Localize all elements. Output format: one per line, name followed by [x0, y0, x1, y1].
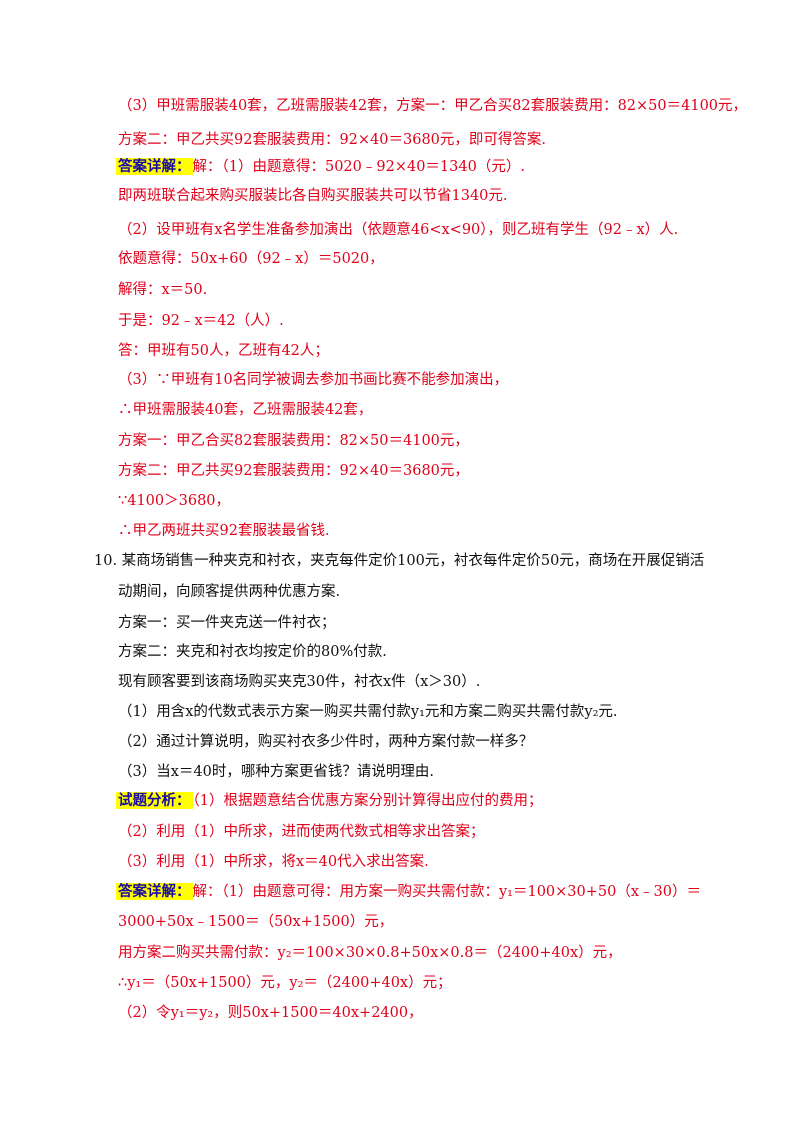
- prev-solution-line-6: 于是：92﹣x＝42（人）.: [118, 313, 284, 329]
- prev-solution-line-12: ∵4100＞3680，: [118, 493, 231, 509]
- prev-answer-line: 答案详解：解：（1）由题意得：5020﹣92×40＝1340（元）.: [116, 157, 525, 177]
- answer-detail-tag: 答案详解：: [116, 158, 193, 175]
- prev-solution-line-3: （2）设甲班有x名学生准备参加演出（依题意46<x<90），则乙班有学生（92﹣…: [118, 222, 679, 238]
- answer-text-3: 用方案二购买共需付款：y₂＝100×30×0.8+50x×0.8＝（2400+4…: [118, 945, 622, 961]
- question-10-plan-2: 方案二：夹克和衬衣均按定价的80%付款.: [118, 644, 387, 660]
- question-10-part-2: （2）通过计算说明，购买衬衣多少件时，两种方案付款一样多？: [118, 734, 534, 750]
- prev-solution-line-10: 方案一：甲乙合买82套服装费用：82×50＝4100元，: [118, 433, 469, 449]
- analysis-text-3: （3）利用（1）中所求，将x＝40代入求出答案.: [118, 854, 429, 870]
- question-10-stem-1: 某商场销售一种夹克和衬衣，夹克每件定价100元，衬衣每件定价50元，商场在开展促…: [121, 553, 705, 569]
- prev-solution-line-2: 即两班联合起来购买服装比各自购买服装共可以节省1340元.: [118, 188, 508, 204]
- analysis-text-2: （2）利用（1）中所求，进而使两代数式相等求出答案；: [118, 824, 485, 840]
- question-10-part-1: （1）用含x的代数式表示方案一购买共需付款y₁元和方案二购买共需付款y₂元.: [118, 704, 618, 720]
- prev-solution-line-8: （3）∵甲班有10名同学被调去参加书画比赛不能参加演出，: [118, 372, 509, 388]
- answer-detail-tag-2: 答案详解：: [116, 883, 193, 900]
- analysis-line-1: 试题分析：（1）根据题意结合优惠方案分别计算得出应付的费用；: [116, 791, 542, 811]
- question-number: 10.: [94, 553, 118, 569]
- analysis-text-1: （1）根据题意结合优惠方案分别计算得出应付的费用；: [192, 793, 543, 809]
- answer-text-4: ∴y₁＝（50x+1500）元，y₂＝（2400+40x）元；: [118, 975, 452, 991]
- prev-solution-line-4: 依题意得：50x+60（92﹣x）＝5020，: [118, 251, 384, 267]
- question-10-condition: 现有顾客要到该商场购买夹克30件，衬衣x件（x＞30）.: [118, 674, 481, 690]
- question-10-part-3: （3）当x＝40时，哪种方案更省钱？请说明理由.: [118, 764, 434, 780]
- prev-solution-line-13: ∴甲乙两班共买92套服装最省钱.: [118, 523, 330, 539]
- answer-text-5: （2）令y₁＝y₂，则50x+1500＝40x+2400，: [118, 1005, 423, 1021]
- prev-solution-line-5: 解得：x＝50.: [118, 282, 208, 298]
- prev-hint-line-1: （3）甲班需服装40套，乙班需服装42套，方案一：甲乙合买82套服装费用：82×…: [118, 98, 748, 114]
- analysis-tag: 试题分析：: [116, 792, 193, 809]
- question-10-stem-2: 动期间，向顾客提供两种优惠方案.: [118, 584, 341, 600]
- question-10-plan-1: 方案一：买一件夹克送一件衬衣；: [118, 615, 336, 631]
- answer-text-1: 解：（1）由题意可得：用方案一购买共需付款：y₁＝100×30+50（x﹣30）…: [192, 884, 701, 900]
- prev-solution-line-7: 答：甲班有50人，乙班有42人；: [118, 343, 329, 359]
- answer-text-2: 3000+50x﹣1500＝（50x+1500）元，: [118, 914, 394, 930]
- question-10-line-1: 10. 某商场销售一种夹克和衬衣，夹克每件定价100元，衬衣每件定价50元，商场…: [94, 551, 704, 571]
- prev-hint-line-2: 方案二：甲乙共买92套服装费用：92×40＝3680元，即可得答案.: [118, 132, 547, 148]
- prev-solution-line-11: 方案二：甲乙共买92套服装费用：92×40＝3680元，: [118, 463, 469, 479]
- prev-solution-line-9: ∴甲班需服装40套，乙班需服装42套，: [118, 402, 373, 418]
- answer-line-1: 答案详解：解：（1）由题意可得：用方案一购买共需付款：y₁＝100×30+50（…: [116, 882, 701, 902]
- prev-solution-line-1: 解：（1）由题意得：5020﹣92×40＝1340（元）.: [192, 159, 525, 175]
